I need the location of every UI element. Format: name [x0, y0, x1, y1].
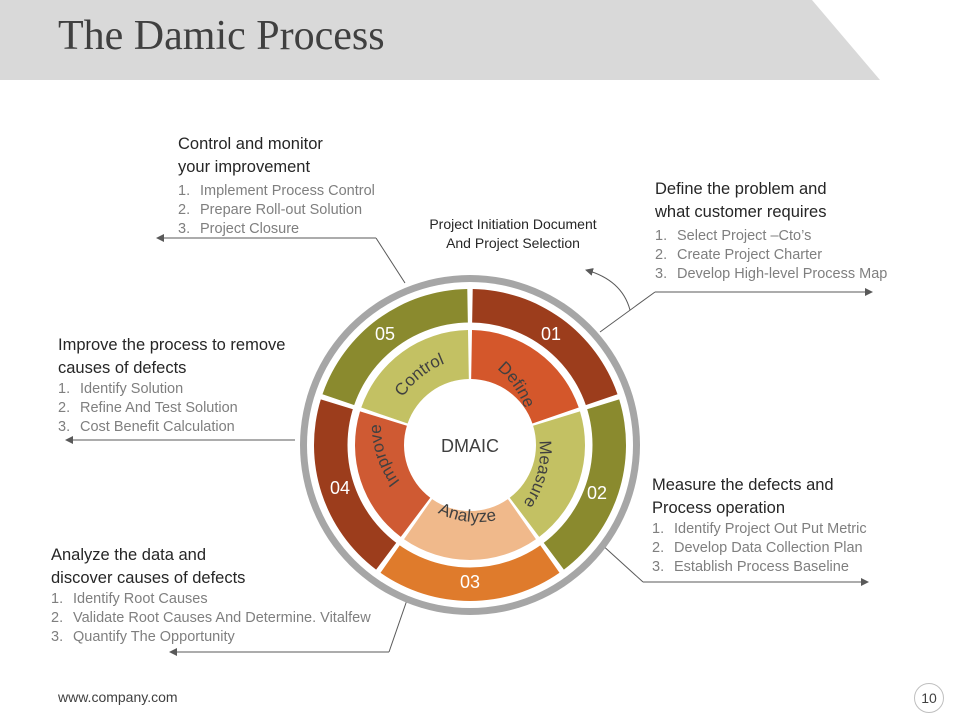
segment-number-measure: 02 — [587, 483, 607, 503]
measure-steps-list: 1.Identify Project Out Put Metric 2.Deve… — [652, 520, 867, 577]
list-item: 3.Project Closure — [178, 221, 300, 237]
header-diagonal-cut — [812, 0, 960, 80]
list-item: 2.Validate Root Causes And Determine. Vi… — [51, 610, 371, 626]
list-item: 2.Create Project Charter — [655, 247, 823, 263]
measure-heading: Measure the defects and Process operatio… — [652, 476, 834, 517]
inner-segment-analyze — [404, 499, 536, 560]
center-label: DMAIC — [441, 436, 499, 456]
list-item: 1.Select Project –Cto’s — [655, 228, 812, 244]
control-steps-list: 1.Implement Process Control 2.Prepare Ro… — [178, 182, 375, 239]
footer-url[interactable]: www.company.com — [58, 689, 178, 705]
improve-steps-list: 1.Identify Solution 2.Refine And Test So… — [58, 380, 285, 437]
list-item: 1.Identify Root Causes — [51, 591, 208, 607]
list-item: 1.Identify Solution — [58, 381, 184, 397]
analyze-steps-list: 1.Identify Root Causes 2.Validate Root C… — [51, 590, 371, 647]
inner-segment-control — [361, 330, 469, 424]
list-item: 1.Implement Process Control — [178, 183, 375, 199]
list-item: 1.Identify Project Out Put Metric — [652, 521, 867, 537]
outer-segment-control — [322, 289, 468, 406]
page-title: The Damic Process — [58, 13, 385, 59]
connector-analyze — [169, 599, 408, 656]
segment-number-define: 01 — [541, 324, 561, 344]
connector-define — [599, 288, 873, 333]
measure-text-block: Measure the defects and Process operatio… — [652, 474, 867, 577]
project-initiation-line2: And Project Selection — [446, 235, 580, 251]
list-item: 3.Develop High-level Process Map — [655, 266, 888, 282]
improve-text-block: Improve the process to remove causes of … — [58, 334, 285, 437]
list-item: 3.Cost Benefit Calculation — [58, 419, 235, 435]
improve-heading: Improve the process to remove causes of … — [58, 336, 286, 377]
control-text-block: Control and monitor your improvement 1.I… — [178, 133, 375, 239]
segment-number-analyze: 03 — [460, 572, 480, 592]
define-text-block: Define the problem and what customer req… — [655, 178, 887, 284]
inner-segment-measure — [509, 411, 585, 537]
center-circle — [406, 381, 534, 509]
analyze-text-block: Analyze the data and discover causes of … — [51, 544, 371, 647]
define-steps-list: 1.Select Project –Cto’s 2.Create Project… — [655, 227, 887, 284]
analyze-heading: Analyze the data and discover causes of … — [51, 546, 246, 587]
project-initiation-line1: Project Initiation Document — [429, 216, 597, 232]
list-item: 2.Refine And Test Solution — [58, 400, 238, 416]
list-item: 2.Develop Data Collection Plan — [652, 540, 863, 556]
connector-control — [156, 234, 406, 284]
connector-measure — [599, 542, 869, 586]
outer-segment-improve — [313, 399, 397, 570]
inner-segment-define — [471, 330, 579, 424]
page-number-badge: 10 — [914, 683, 944, 713]
project-initiation-note: Project Initiation Document And Project … — [408, 215, 618, 253]
list-item: 2.Prepare Roll-out Solution — [178, 202, 363, 218]
segment-number-improve: 04 — [330, 478, 350, 498]
list-item: 3.Establish Process Baseline — [652, 559, 849, 575]
define-heading: Define the problem and what customer req… — [655, 180, 827, 221]
outer-segment-define — [472, 289, 618, 406]
header-band — [0, 0, 960, 80]
list-item: 3.Quantify The Opportunity — [51, 629, 235, 645]
segment-number-control: 05 — [375, 324, 395, 344]
control-heading: Control and monitor your improvement — [178, 135, 323, 176]
inner-segment-improve — [355, 411, 431, 537]
outer-segment-measure — [543, 399, 626, 570]
project-initiation-curved-arrow — [585, 268, 631, 311]
